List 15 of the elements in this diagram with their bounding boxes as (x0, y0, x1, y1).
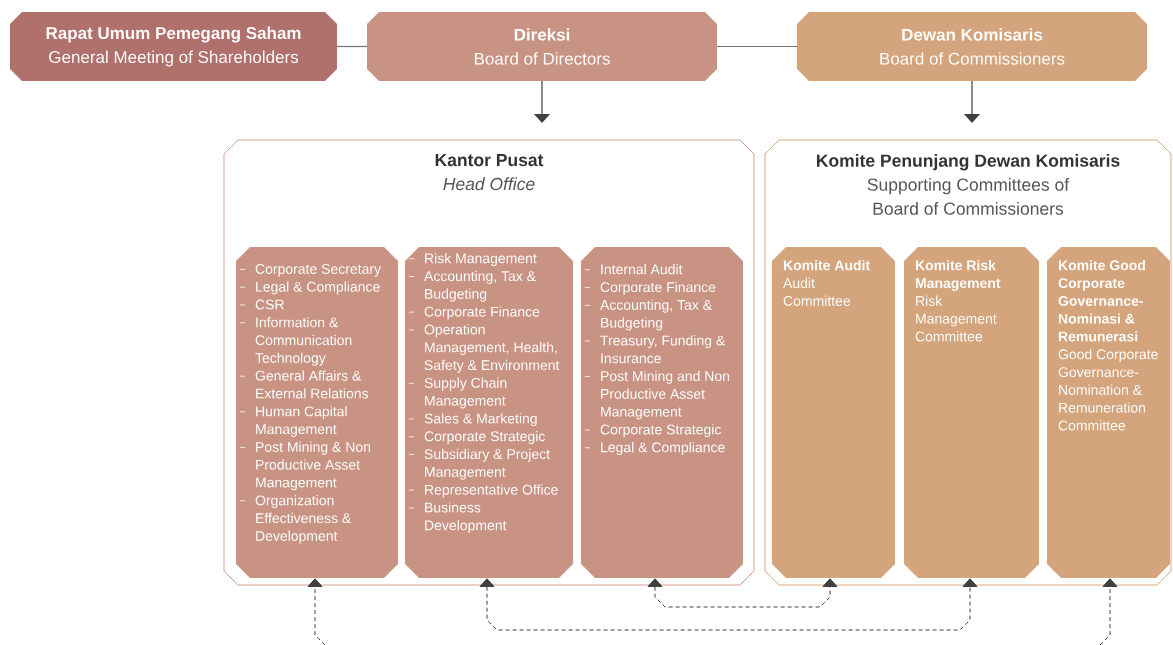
committee-box: Komite Audit Audit Committee (772, 247, 895, 578)
department-list-box: Risk Management Accounting, Tax & Budgeting Corporate Finance Operation Management, Health, Safety & Environment Supply Chain Management Sales & Marketing Corporate Strategic Subsidiary & Project Management Representative Office Business Development (405, 247, 573, 578)
title-box: Rapat Umum Pemegang Saham General Meeting of Shareholders (10, 12, 337, 81)
department-list-box: Internal Audit Corporate Finance Accounting, Tax & Budgeting Treasury, Funding & Insurance Post Mining and Non Productive Asset Management Corporate Strategic Legal & Compliance (581, 247, 743, 578)
title-box: Dewan Komisaris Board of Commissioners (797, 12, 1147, 81)
dashed-arrow (1099, 578, 1118, 645)
dashed-arrow (479, 578, 978, 631)
committee-box: Komite Risk Management Risk Management Committee (904, 247, 1039, 578)
dashed-arrow (307, 578, 326, 645)
title-box: Direksi Board of Directors (367, 12, 717, 81)
connector-line (336, 45, 368, 48)
committee-box: Komite Good Corporate Governance-Nominasi & Remunerasi Good Corporate Governance-Nomination & Remuneration Committee (1047, 247, 1170, 578)
department-list-box: Corporate Secretary Legal & Compliance CSR Information & Communication Technology General Affairs & External Relations Human Capital Management Post Mining & Non Productive Asset Management Organization Effectiveness & Development (236, 247, 398, 578)
dashed-arrow (647, 578, 838, 608)
connector-line (716, 45, 798, 48)
